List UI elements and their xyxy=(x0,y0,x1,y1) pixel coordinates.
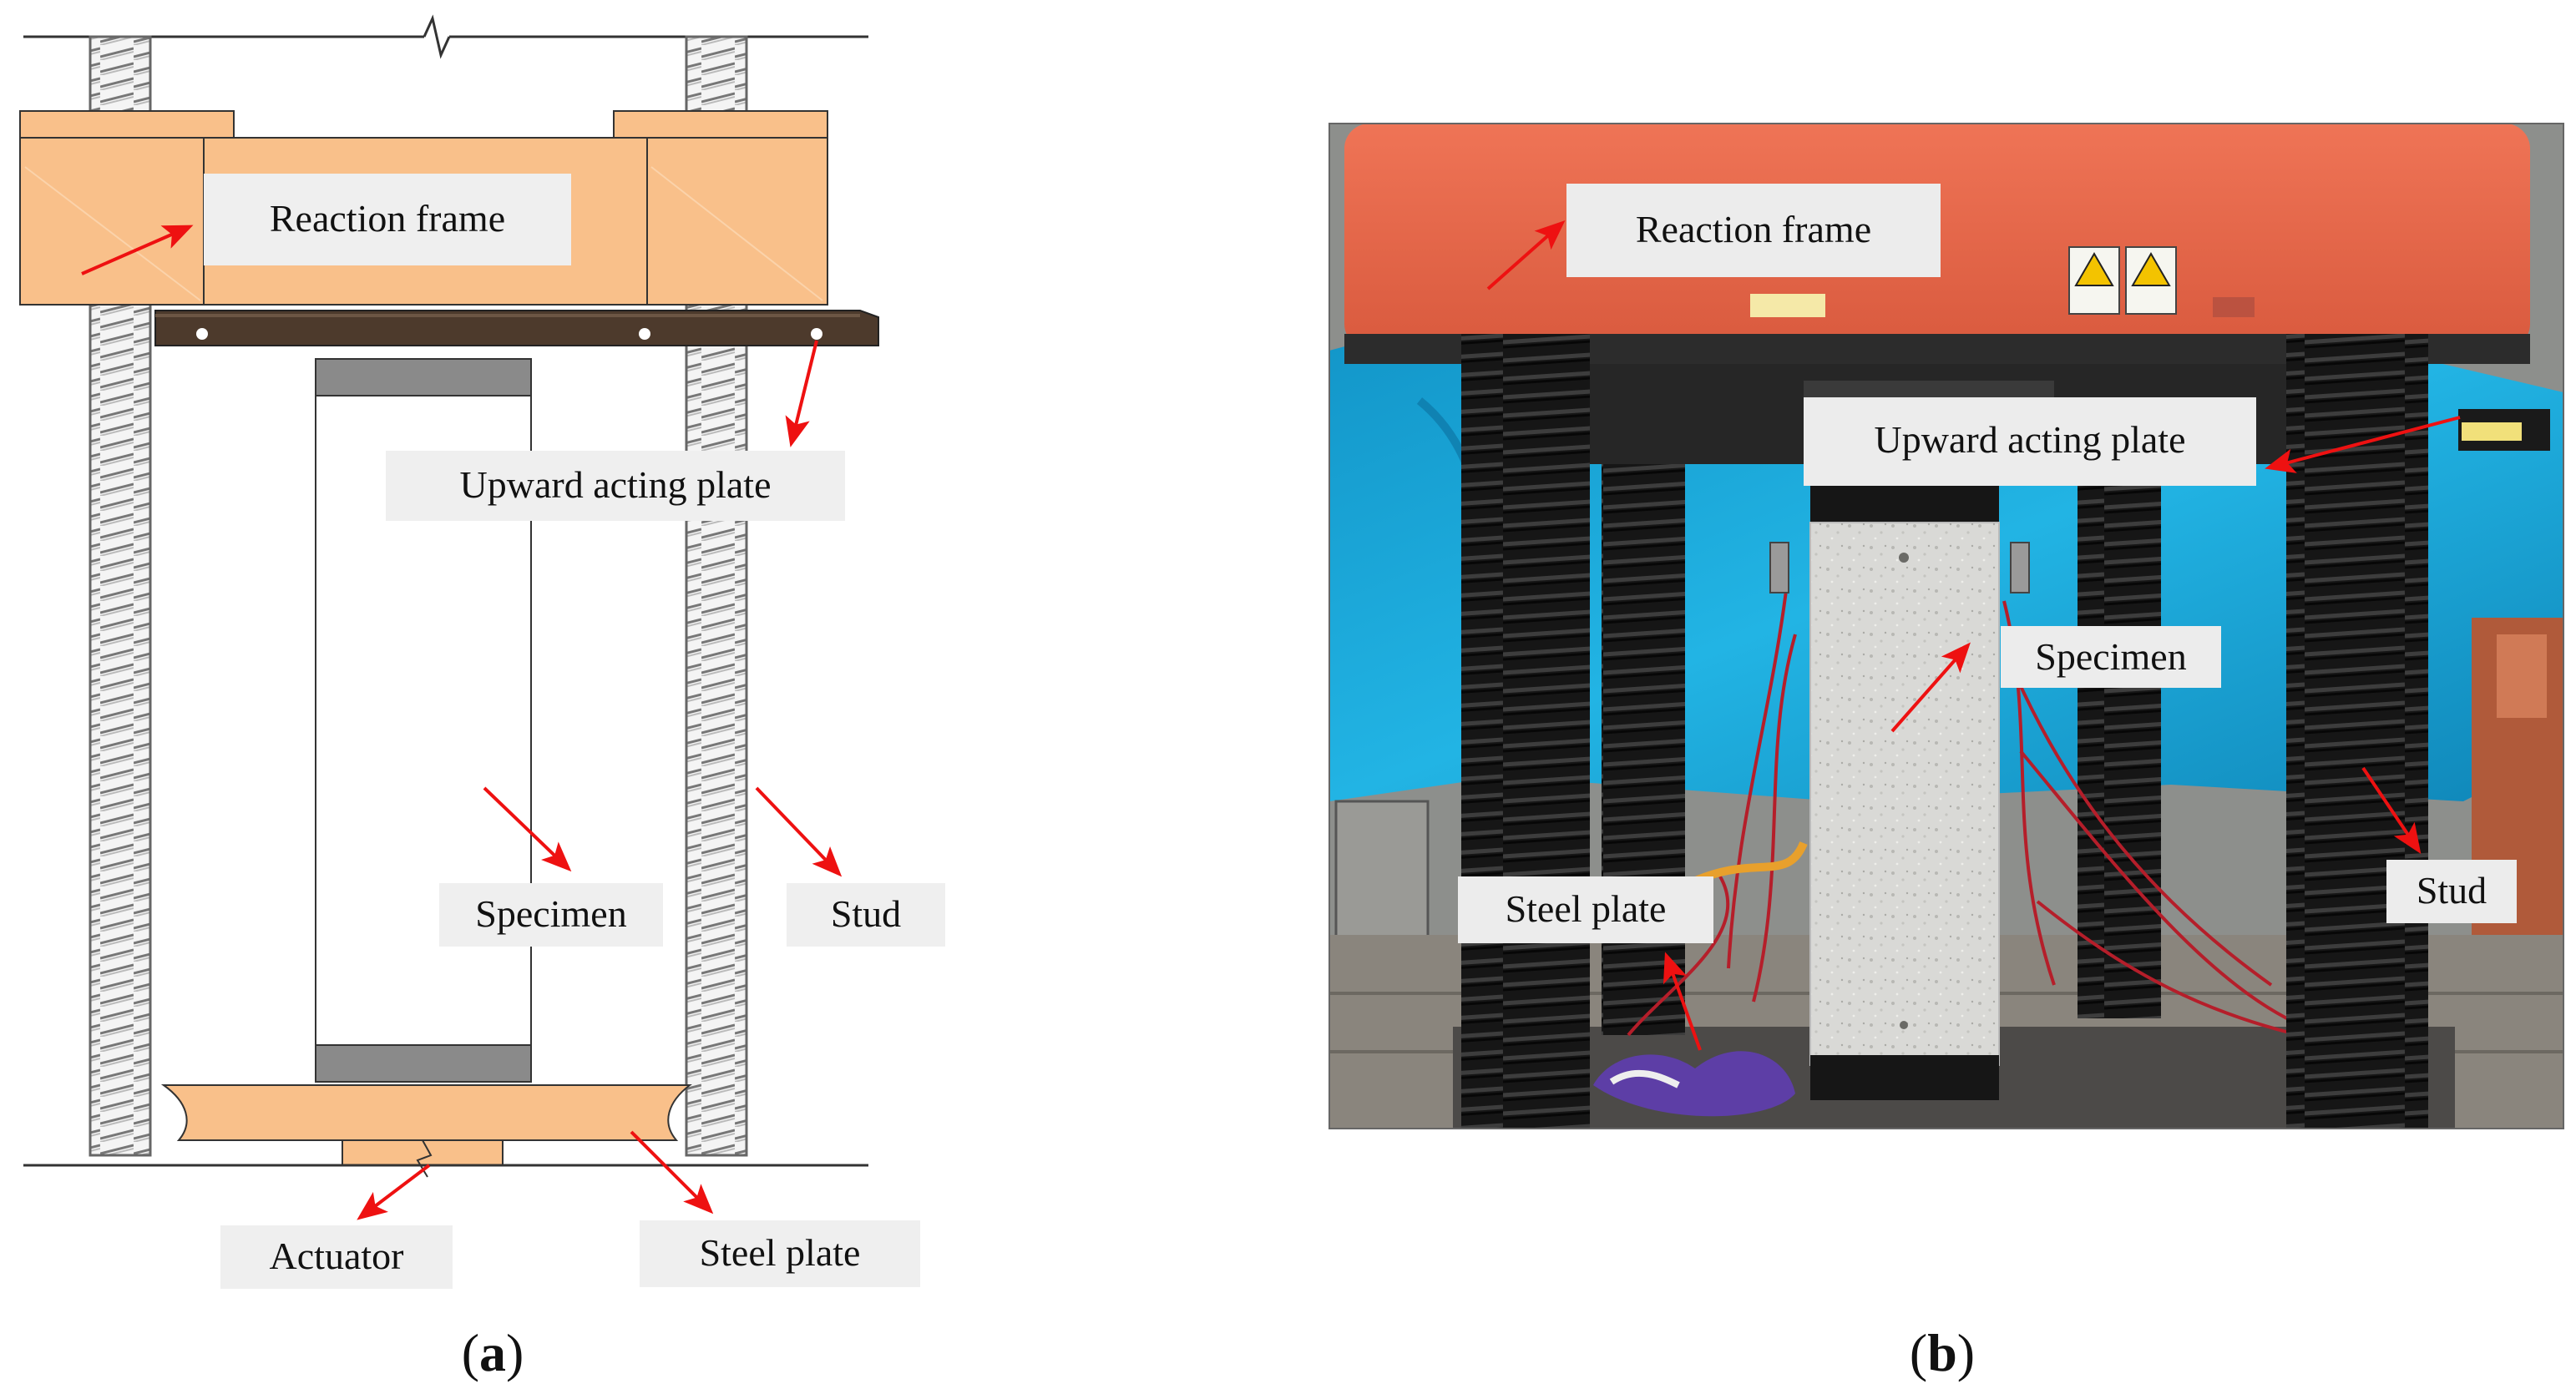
small-sticker xyxy=(1750,294,1825,317)
photo-arrow-specimen xyxy=(1890,642,1971,733)
arrow-actuator xyxy=(357,1164,431,1220)
label-box xyxy=(386,451,845,521)
arrow-stud xyxy=(755,786,843,877)
photo-label-box xyxy=(1566,184,1941,277)
label-box xyxy=(640,1220,920,1287)
photo-border xyxy=(1328,123,2564,1129)
photo-label-specimen: Specimen xyxy=(2035,635,2186,678)
photo-label-reaction-frame: Reaction frame xyxy=(1636,208,1871,250)
photo-arrow-reaction-frame xyxy=(1486,220,1566,290)
panel-b-photo: Reaction frame Upward acting plate Speci… xyxy=(1328,123,2564,1382)
label-box xyxy=(220,1225,453,1289)
label-reaction-frame: Reaction frame xyxy=(270,197,505,240)
photo-label-stud: Stud xyxy=(2417,869,2487,912)
caption-b: (b) xyxy=(1910,1323,1975,1382)
left-equipment-box xyxy=(1334,800,1430,945)
photo-label-box xyxy=(2001,626,2221,688)
photo-specimen-bottom-cap xyxy=(1810,1055,1999,1100)
photo-stud-front-right xyxy=(2286,334,2428,1129)
photo-arrow-upward-acting-plate xyxy=(2265,416,2461,473)
photo-arrow-stud xyxy=(2361,766,2422,854)
debris-bag xyxy=(1593,1051,1795,1117)
label-steel-plate: Steel plate xyxy=(700,1231,861,1274)
photo-arrow-steel-plate xyxy=(1663,952,1702,1051)
label-stud: Stud xyxy=(831,892,901,935)
bolt-hole-2 xyxy=(639,328,650,340)
photo-stud-front-left xyxy=(1461,334,1590,1129)
bolt-hole-1 xyxy=(196,328,208,340)
upward-acting-plate xyxy=(154,310,879,346)
caption-a-letter: a xyxy=(479,1323,506,1382)
arrow-reaction-frame xyxy=(81,225,194,275)
photo-label-upward-acting-plate: Upward acting plate xyxy=(1875,418,2186,461)
sensor-blocks xyxy=(1769,542,2030,593)
caption-b-letter: b xyxy=(1927,1323,1957,1382)
caption-a: (a) xyxy=(462,1323,524,1382)
label-specimen: Specimen xyxy=(475,892,626,935)
photo-label-box xyxy=(2386,860,2517,923)
photo-label-box xyxy=(1804,397,2256,486)
label-box xyxy=(204,174,571,265)
specimen-schematic xyxy=(315,358,532,1083)
photo-label-box xyxy=(1458,876,1713,943)
arrow-specimen xyxy=(483,786,572,872)
bolt-hole-3 xyxy=(811,328,822,340)
photo-stud-back-left xyxy=(1602,451,1685,1035)
photo-specimen xyxy=(1809,522,2000,1066)
photo-label-steel-plate: Steel plate xyxy=(1506,887,1667,930)
label-box xyxy=(787,883,945,947)
arrow-upward-acting-plate xyxy=(785,340,818,447)
arrow-steel-plate xyxy=(630,1130,714,1215)
steel-plate-schematic xyxy=(160,1084,692,1141)
panel-a-schematic: Reaction frame Upward acting plate Speci… xyxy=(19,14,945,1382)
small-sticker-right xyxy=(2213,297,2255,317)
label-actuator: Actuator xyxy=(270,1235,404,1277)
label-upward-acting-plate: Upward acting plate xyxy=(460,463,772,506)
label-box xyxy=(439,883,663,947)
yellow-conduit xyxy=(1684,841,1808,889)
photo-stud-back-right xyxy=(2078,451,2161,1018)
